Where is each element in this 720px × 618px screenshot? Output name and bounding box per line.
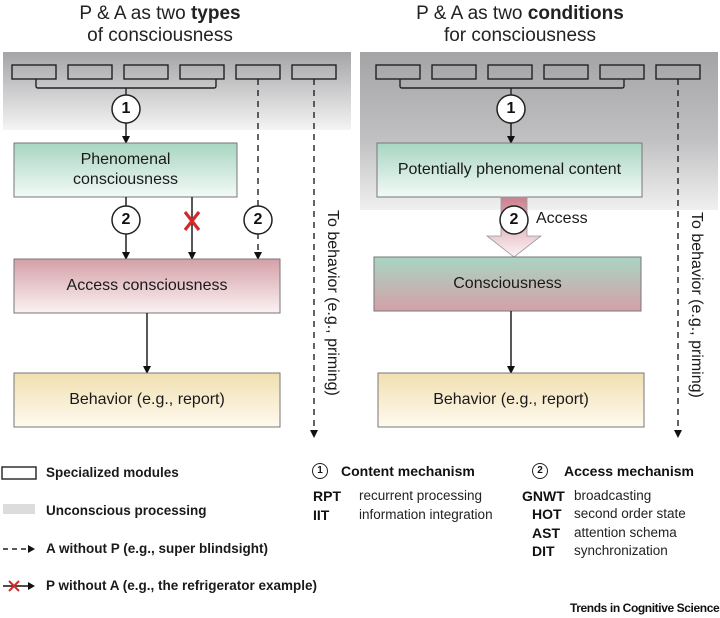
- legend-specialized-modules: Specialized modules: [46, 465, 179, 480]
- left-modules: [11, 64, 337, 80]
- phenomenal-box: [13, 142, 238, 198]
- content-abbr-iit: IIT: [313, 507, 330, 523]
- left-side-label: To behavior (e.g., priming): [324, 210, 341, 396]
- right-title-prefix: P & A as two: [416, 3, 528, 24]
- dashed-arrow-icon: [3, 545, 35, 553]
- crossed-arrow-icon: [3, 580, 35, 592]
- left-access-badge-right: 2: [253, 211, 263, 228]
- access-desc-gnwt: broadcasting: [574, 488, 652, 503]
- left-access-badge: 2: [121, 211, 131, 228]
- access-abbr-hot: HOT: [532, 506, 562, 522]
- left-content-badge: 1: [121, 100, 131, 117]
- content-box-label: Potentially phenomenal content: [397, 161, 622, 178]
- right-behavior-box: [377, 372, 645, 428]
- left-module-bracket: [35, 79, 217, 95]
- access-abbr-dit: DIT: [532, 543, 555, 559]
- content-mechanism-badge: 1: [312, 463, 328, 479]
- right-title-bold: conditions: [527, 3, 624, 24]
- module-box: [123, 64, 169, 80]
- module-box: [543, 64, 589, 80]
- left-title-line2: of consciousness: [87, 25, 233, 46]
- content-abbr-rpt: RPT: [313, 488, 341, 504]
- access-label: Access: [536, 210, 588, 227]
- left-behavior-box: [13, 372, 281, 428]
- right-access-badge: 2: [509, 211, 519, 228]
- right-content-badge: 1: [506, 100, 516, 117]
- content-mechanism-title: Content mechanism: [341, 463, 475, 479]
- consciousness-box: [373, 256, 642, 312]
- legend-unconscious-processing: Unconscious processing: [46, 503, 207, 518]
- access-abbr-ast: AST: [532, 525, 560, 541]
- legend-a-without-p: A without P (e.g., super blindsight): [46, 541, 268, 556]
- module-box: [67, 64, 113, 80]
- right-access-badge-circle: [499, 205, 529, 235]
- right-side-label: To behavior (e.g., priming): [688, 212, 705, 398]
- content-desc-iit: information integration: [359, 507, 493, 522]
- consciousness-box-label: Consciousness: [453, 275, 562, 292]
- access-mechanism-title: Access mechanism: [564, 463, 694, 479]
- left-title-bold: types: [190, 3, 241, 24]
- access-desc-ast: attention schema: [574, 525, 677, 540]
- module-box: [431, 64, 477, 80]
- access-desc-hot: second order state: [574, 506, 686, 521]
- module-box-icon: [1, 466, 37, 480]
- phenomenal-box-label: Phenomenal consciousness: [73, 151, 178, 188]
- module-box: [179, 64, 225, 80]
- left-access-badge-right-circle: [243, 205, 273, 235]
- module-box: [599, 64, 645, 80]
- content-box: [376, 142, 643, 198]
- gray-swatch-icon: [3, 504, 35, 514]
- left-unconscious-band: [3, 52, 351, 130]
- legend-p-without-a: P without A (e.g., the refrigerator exam…: [46, 578, 318, 593]
- access-mechanism-badge: 2: [532, 463, 548, 479]
- access-desc-dit: synchronization: [574, 543, 668, 558]
- module-box: [375, 64, 421, 80]
- right-behavior-box-label: Behavior (e.g., report): [433, 391, 589, 408]
- right-panel-title: P & A as two conditions for consciousnes…: [360, 3, 680, 47]
- access-box: [13, 258, 281, 314]
- left-title-prefix: P & A as two: [79, 3, 191, 24]
- content-desc-rpt: recurrent processing: [359, 488, 483, 503]
- left-panel-title: P & A as two types of consciousness: [0, 3, 320, 47]
- red-cross-icon: [183, 211, 201, 231]
- module-box: [487, 64, 533, 80]
- access-abbr-gnwt: GNWT: [522, 488, 565, 504]
- access-box-label: Access consciousness: [66, 277, 228, 294]
- module-box: [11, 64, 57, 80]
- right-module-bracket: [399, 79, 625, 95]
- left-behavior-box-label: Behavior (e.g., report): [69, 391, 225, 408]
- left-access-badge-circle: [111, 205, 141, 235]
- right-title-line2: for consciousness: [443, 25, 597, 46]
- journal-footer: Trends in Cognitive Sciences: [570, 601, 720, 615]
